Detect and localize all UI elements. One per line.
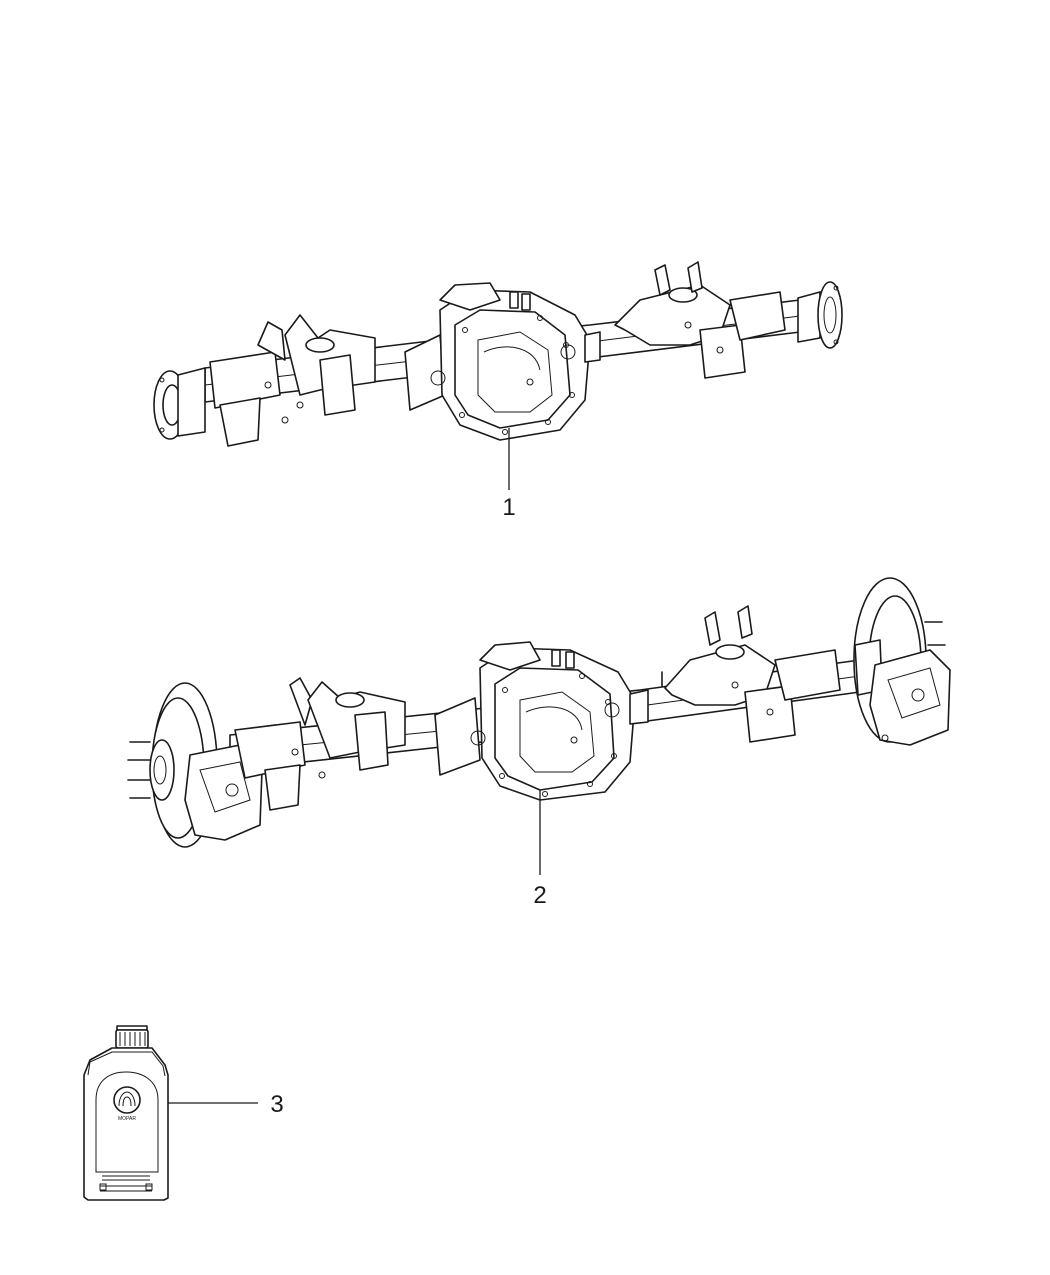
- differential-housing-2: [434, 641, 649, 801]
- right-hub-flange-1: [797, 281, 843, 349]
- right-spring-perch-2: [661, 605, 841, 743]
- left-hub-flange-1: [153, 367, 206, 440]
- bottle-label-text: MOPAR: [118, 1116, 136, 1122]
- differential-housing-1: [404, 282, 601, 441]
- axle-assembly-2[interactable]: [127, 577, 951, 848]
- right-spring-perch-1: [614, 261, 786, 379]
- callout-3[interactable]: 3: [270, 1091, 283, 1118]
- callout-2[interactable]: 2: [533, 882, 546, 909]
- callout-1[interactable]: 1: [502, 494, 515, 521]
- mopar-logo: MOPAR: [113, 1086, 141, 1122]
- left-spring-perch-1: [209, 314, 376, 447]
- axle-assembly-1[interactable]: [153, 261, 843, 447]
- gear-oil-bottle-3[interactable]: MOPAR: [83, 1025, 169, 1201]
- left-spring-perch-2: [234, 677, 406, 811]
- right-brake-caliper-2: [869, 649, 951, 746]
